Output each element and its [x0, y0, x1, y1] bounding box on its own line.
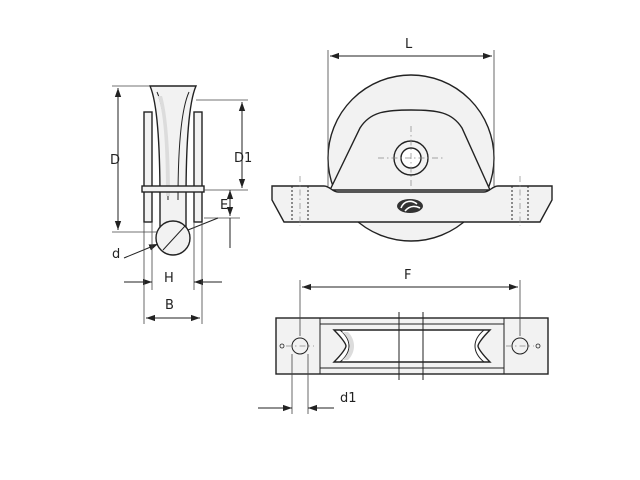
- groove-shade: [158, 96, 170, 196]
- wheel-side-profile: [148, 85, 198, 233]
- label-d: d: [112, 247, 120, 262]
- base-band: [141, 185, 205, 193]
- dim-d-leader: [123, 243, 159, 259]
- label-d1: d1: [340, 391, 357, 406]
- brand-logo-icon: [397, 199, 423, 213]
- top-view: F d1: [258, 268, 549, 414]
- groove-shade-top: [342, 332, 354, 360]
- wheel-top: [332, 329, 492, 363]
- label-L: L: [405, 37, 413, 52]
- label-B: B: [165, 298, 174, 313]
- bracket-right-plate: [193, 111, 203, 223]
- label-E: E: [220, 198, 228, 213]
- label-F: F: [404, 268, 411, 283]
- label-H: H: [164, 271, 174, 286]
- side-view: D D1 E d H B: [110, 85, 252, 324]
- front-view: L: [271, 37, 553, 242]
- label-D1: D1: [234, 151, 252, 166]
- bracket-left-plate: [143, 111, 153, 223]
- label-D: D: [110, 153, 120, 168]
